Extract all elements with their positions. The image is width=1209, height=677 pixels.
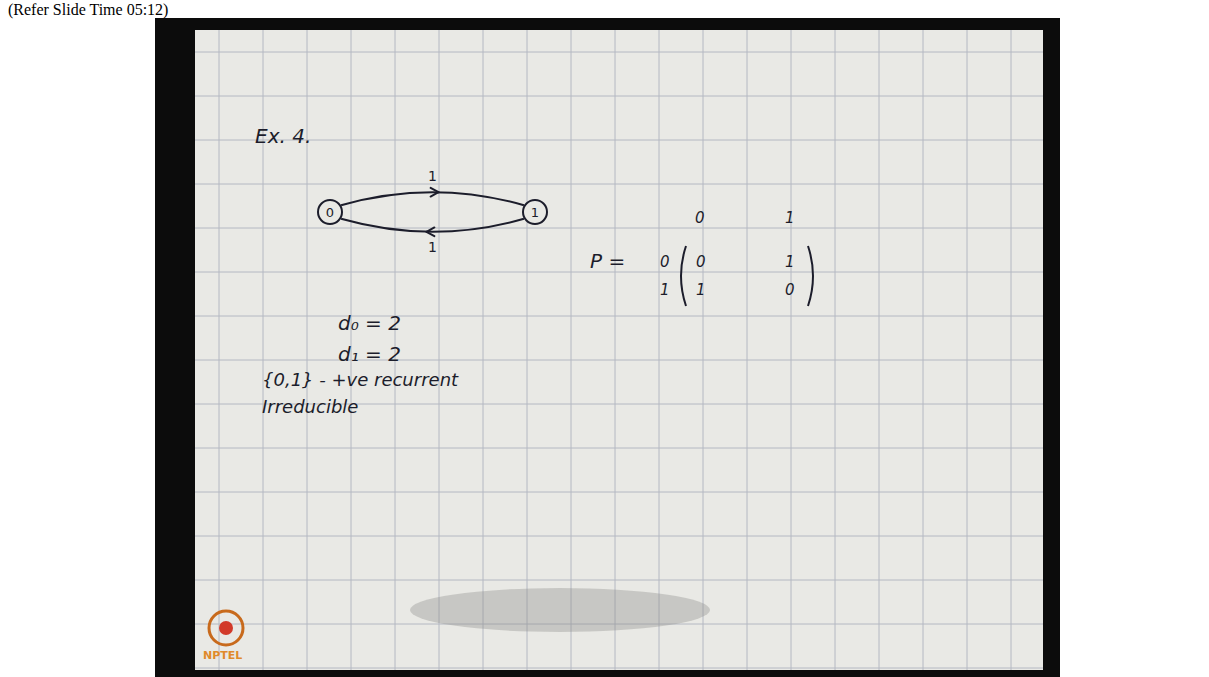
period-note: d₀ = 2 — [338, 312, 401, 334]
nptel-logo — [219, 621, 233, 635]
property-note: Irreducible — [262, 397, 358, 417]
hand-shadow — [410, 588, 710, 632]
arrow-head — [427, 232, 435, 236]
slide-reference: (Refer Slide Time 05:12) — [8, 1, 168, 19]
grid-lines — [195, 30, 1043, 670]
period-note: d₁ = 2 — [338, 343, 401, 365]
matrix-entry: 0 — [696, 254, 706, 271]
matrix-entry: 1 — [785, 254, 795, 271]
column-index: 0 — [695, 210, 705, 227]
arrow-head — [427, 227, 435, 231]
example-heading: Ex. 4. — [255, 125, 311, 147]
transition-probability: 1 — [428, 240, 437, 255]
logo-text: NPTEL — [203, 650, 242, 662]
transition-arc — [341, 192, 524, 205]
state-label: 1 — [531, 206, 539, 219]
state-label: 0 — [326, 206, 334, 219]
arrow-head — [431, 192, 439, 196]
video-frame — [155, 18, 1060, 677]
column-index: 1 — [785, 210, 795, 227]
matrix-entry: 1 — [696, 282, 706, 299]
arrow-head — [431, 188, 439, 192]
nptel-logo — [209, 611, 243, 645]
matrix-entry: 0 — [785, 282, 795, 299]
matrix-name: P = — [590, 250, 625, 272]
grid-paper — [195, 30, 1043, 670]
transition-arc — [341, 219, 524, 232]
matrix-bracket — [808, 246, 813, 306]
transition-probability: 1 — [428, 169, 437, 184]
row-index: 1 — [660, 282, 670, 299]
row-index: 0 — [660, 254, 670, 271]
state-circle: 0 — [317, 199, 343, 225]
state-circle: 1 — [522, 199, 548, 225]
matrix-bracket — [681, 246, 686, 306]
class-note: {0,1} - +ve recurrent — [262, 370, 458, 390]
